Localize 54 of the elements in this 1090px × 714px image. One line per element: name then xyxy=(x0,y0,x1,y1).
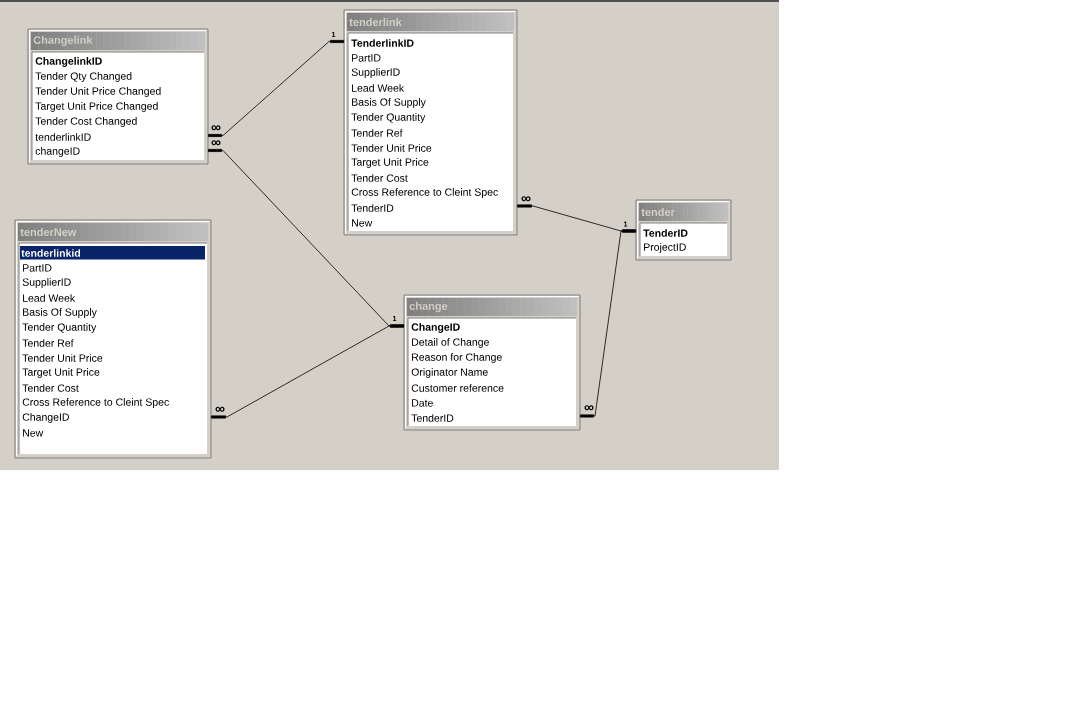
relationship-line xyxy=(580,229,636,418)
field-name: PartID xyxy=(352,54,381,62)
field-name: ChangeID xyxy=(22,413,69,423)
field-name: PartID xyxy=(23,264,52,272)
field-name: Lead Week xyxy=(352,84,405,92)
field-name: Tender Cost xyxy=(22,384,79,392)
key-field-name: TenderlinkID xyxy=(351,39,414,47)
field-name: Tender Cost xyxy=(351,174,408,182)
field-name: Tender Unit Price Changed xyxy=(35,87,161,97)
cardinality-label: ∞ xyxy=(211,140,221,146)
table-title: change xyxy=(409,301,448,313)
field-name: Tender Quantity xyxy=(351,113,426,123)
key-field-name: TenderID xyxy=(643,229,688,237)
field-name: SupplierID xyxy=(351,68,400,78)
field-name: Originator Name xyxy=(411,368,488,378)
field-name: Date xyxy=(412,399,433,407)
field-name: Detail of Change xyxy=(412,338,489,348)
field-name: Basis Of Supply xyxy=(352,98,426,108)
field-name: Tender Ref xyxy=(22,339,74,347)
field-name: Tender Unit Price xyxy=(351,144,432,152)
field-name: Tender Qty Changed xyxy=(35,72,132,82)
field-name: Tender Cost Changed xyxy=(35,117,137,127)
table-title: tenderNew xyxy=(20,227,77,237)
cardinality-label: ∞ xyxy=(211,125,221,131)
field-name: Basis Of Supply xyxy=(23,308,97,318)
field-name: ProjectID xyxy=(644,243,686,253)
field-name: Tender Quantity xyxy=(22,323,97,333)
field-name: Reason for Change xyxy=(412,353,502,363)
field-name: Lead Week xyxy=(23,294,76,302)
table-title: Changelink xyxy=(33,35,93,47)
field-name: Target Unit Price xyxy=(22,368,100,378)
field-name: Cross Reference to Cleint Spec xyxy=(22,398,169,408)
field-name: Cross Reference to Cleint Spec xyxy=(351,188,498,198)
field-name: Target Unit Price Changed xyxy=(35,102,158,112)
field-name: TenderID xyxy=(411,414,454,422)
field-name: New xyxy=(352,219,373,227)
relationship-line xyxy=(208,40,344,137)
field-name: TenderID xyxy=(351,204,394,212)
cardinality-label: ∞ xyxy=(521,196,531,202)
relationship-line xyxy=(211,324,404,419)
table-title: tender xyxy=(641,207,675,217)
field-name: changeID xyxy=(35,147,80,157)
key-field-name: ChangeID xyxy=(411,323,460,333)
field-name: Tender Ref xyxy=(351,129,403,137)
field-name: tenderlinkID xyxy=(35,133,91,141)
field-name: SupplierID xyxy=(22,278,71,288)
field-name: Target Unit Price xyxy=(351,158,429,168)
cardinality-label: ∞ xyxy=(215,406,225,412)
table-title: tenderlink xyxy=(349,17,402,27)
field-name: Customer reference xyxy=(411,384,504,392)
key-field-name: ChangelinkID xyxy=(35,57,102,67)
cardinality-label: ∞ xyxy=(584,405,594,411)
field-name: New xyxy=(23,429,44,437)
field-name: Tender Unit Price xyxy=(22,354,103,362)
